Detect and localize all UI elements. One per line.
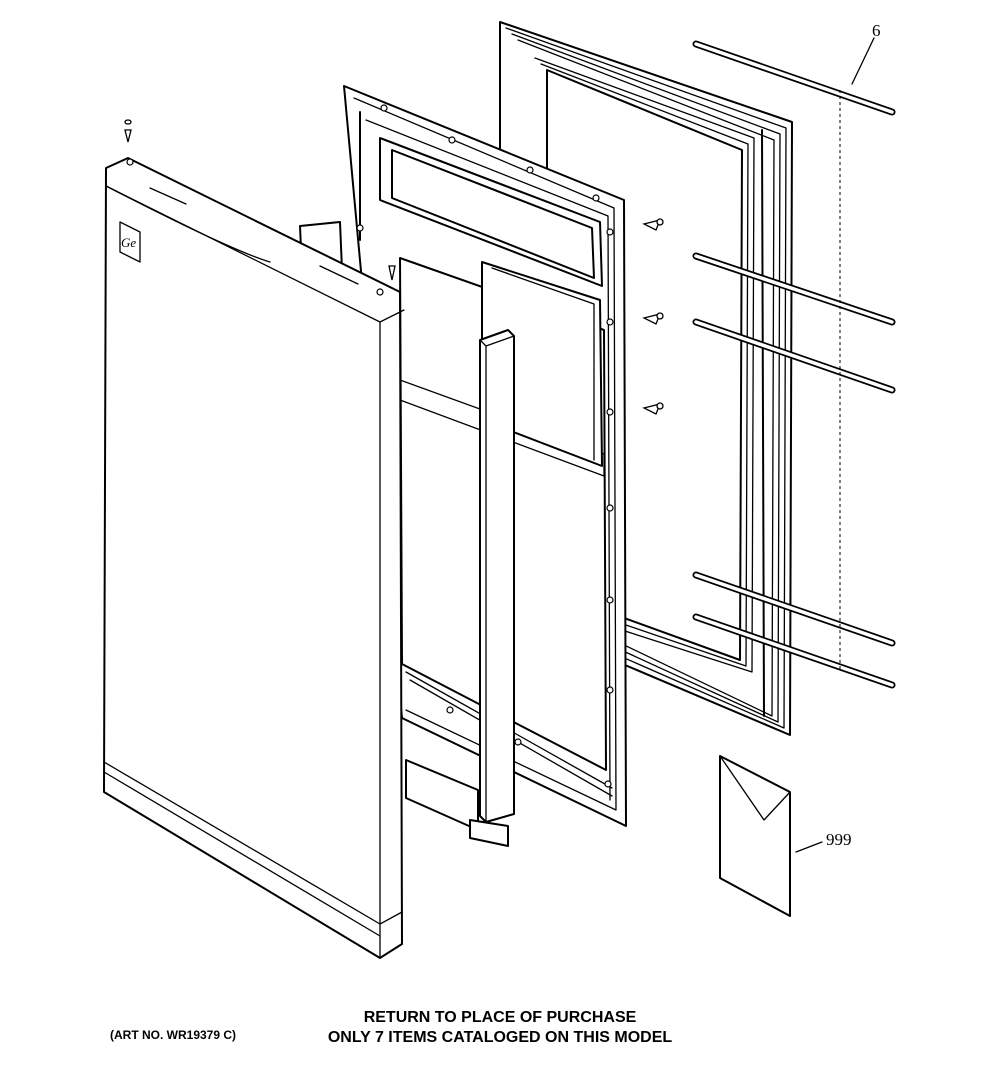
screw-icon [124, 119, 132, 143]
screw-icon [642, 402, 664, 415]
footer-line-return: RETURN TO PLACE OF PURCHASE [363, 1009, 637, 1026]
door-stop-bar [479, 329, 515, 823]
screw-icon [642, 218, 664, 231]
footer-line-items: ONLY 7 ITEMS CATALOGED ON THIS MODEL [327, 1029, 673, 1046]
art-number: (ART NO. WR19379 C) [110, 1028, 237, 1042]
callout-label-rods: 6 [872, 21, 881, 40]
callout-label-literature: 999 [826, 830, 852, 849]
gasket-rods [692, 37, 896, 689]
brand-logo: Ge [121, 235, 136, 250]
outer-door-panel: Ge [103, 157, 405, 959]
screw-icon [642, 312, 664, 325]
literature-envelope [719, 755, 823, 917]
screws [124, 119, 664, 415]
screw-icon [388, 265, 396, 281]
footer-notice: RETURN TO PLACE OF PURCHASE ONLY 7 ITEMS… [230, 1008, 770, 1048]
